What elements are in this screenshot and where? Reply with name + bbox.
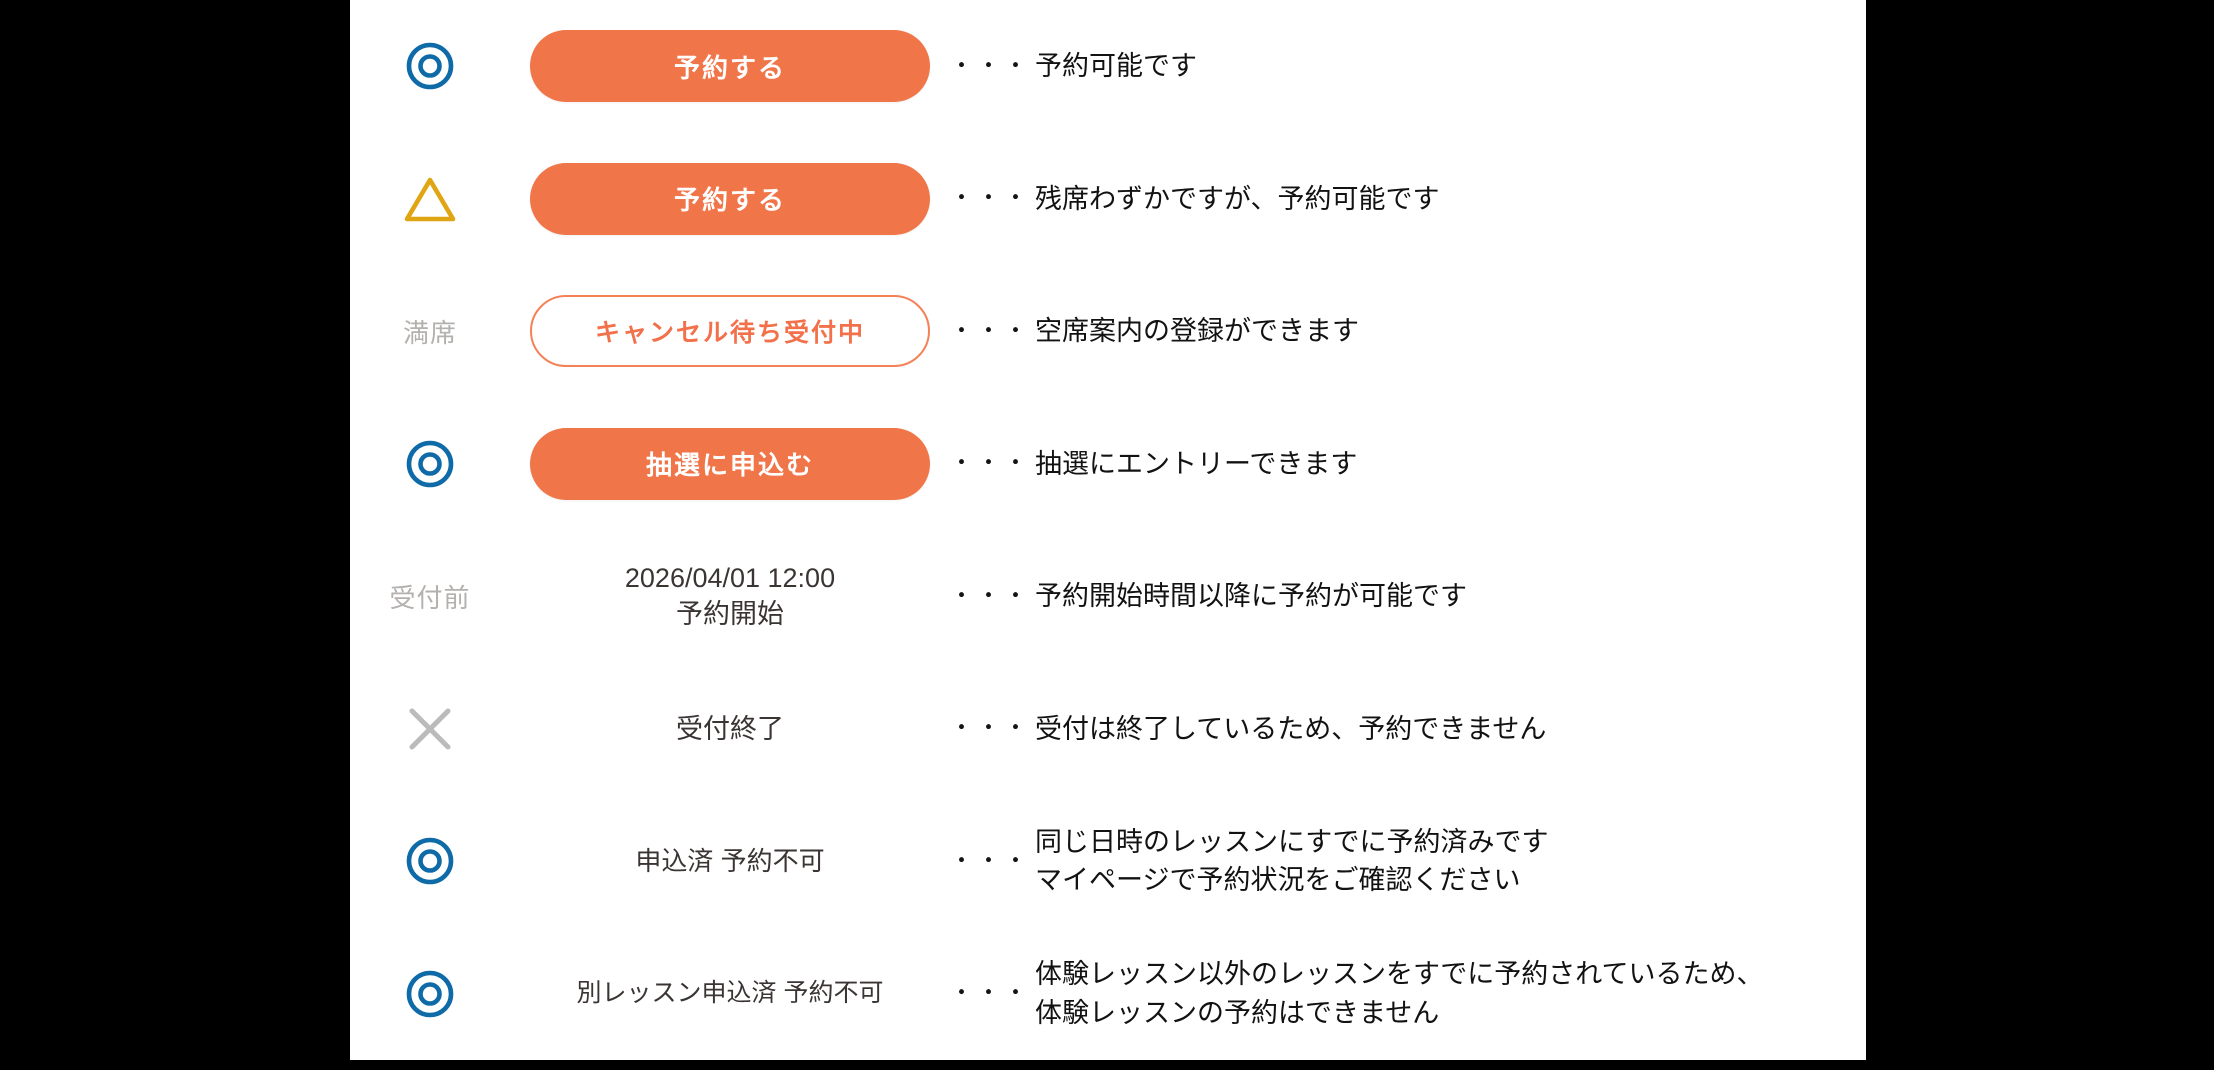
description-line: 予約開始時間以降に予約が可能です: [1035, 581, 1467, 612]
double-circle-icon: [405, 439, 455, 489]
description-cell: 同じ日時のレッスンにすでに予約済みですマイページで予約状況をご確認ください: [1031, 823, 1866, 900]
description-line: 予約可能です: [1035, 51, 1197, 82]
primary-action-button[interactable]: 予約する: [530, 30, 930, 103]
status-legend-list: 予約する・・・予約可能です予約する・・・残席わずかですが、予約可能です満席キャン…: [350, 0, 1866, 1060]
triangle-icon: [403, 175, 457, 223]
description-cell: 空席案内の登録ができます: [1031, 312, 1866, 350]
action-cell: 予約する: [510, 162, 950, 235]
leader-dots: ・・・: [950, 185, 1031, 212]
description-line: 空席案内の登録ができます: [1035, 316, 1359, 347]
legend-row: 受付終了 ・・・受付は終了しているため、予約できません: [350, 663, 1866, 796]
status-text-primary: 別レッスン申込済 予約不可: [576, 978, 884, 1007]
leader-dots: ・・・: [950, 715, 1031, 742]
double-circle-icon: [405, 836, 455, 886]
status-mark-cell: [350, 836, 510, 886]
primary-action-button[interactable]: 予約する: [530, 162, 930, 235]
status-text-secondary: 予約開始: [675, 599, 784, 630]
status-text-primary: 受付終了: [676, 713, 784, 744]
description-line: 残席わずかですが、予約可能です: [1035, 183, 1440, 214]
legend-row: 予約する・・・予約可能です: [350, 0, 1866, 133]
description-line: 受付は終了しているため、予約できません: [1035, 713, 1547, 744]
description-line: 同じ日時のレッスンにすでに予約済みです: [1035, 826, 1549, 857]
status-mark-cell: [350, 175, 510, 223]
double-circle-icon: [405, 41, 455, 91]
description-cell: 体験レッスン以外のレッスンをすでに予約されているため、体験レッスンの予約はできま…: [1031, 955, 1866, 1032]
legend-row: 抽選に申込む・・・抽選にエントリーできます: [350, 398, 1866, 531]
description-line: 体験レッスン以外のレッスンをすでに予約されているため、: [1035, 959, 1764, 990]
status-mark-cell: [350, 703, 510, 755]
waitlist-action-button[interactable]: キャンセル待ち受付中: [530, 295, 930, 368]
description-line: 体験レッスンの予約はできません: [1035, 997, 1440, 1028]
status-mark-cell: 満席: [350, 313, 510, 350]
status-text: 申込済 予約不可: [635, 844, 824, 879]
status-mark-cell: [350, 439, 510, 489]
leader-dots: ・・・: [950, 317, 1031, 344]
leader-dots: ・・・: [950, 980, 1031, 1007]
status-text-primary: 2026/04/01 12:00: [624, 562, 836, 593]
description-cell: 予約可能です: [1031, 47, 1866, 85]
legend-row: 受付前 2026/04/01 12:00 予約開始 ・・・予約開始時間以降に予約が可能…: [350, 530, 1866, 663]
action-cell: 2026/04/01 12:00 予約開始: [510, 560, 950, 633]
legend-row: 申込済 予約不可 ・・・同じ日時のレッスンにすでに予約済みですマイページで予約状況…: [350, 795, 1866, 928]
status-text: 別レッスン申込済 予約不可: [577, 977, 884, 1011]
description-line: マイページで予約状況をご確認ください: [1035, 865, 1521, 896]
action-cell: 別レッスン申込済 予約不可: [510, 977, 950, 1011]
action-cell: 抽選に申込む: [510, 427, 950, 500]
leader-dots: ・・・: [950, 450, 1031, 477]
primary-action-button[interactable]: 抽選に申込む: [530, 427, 930, 500]
leader-dots: ・・・: [950, 52, 1031, 79]
status-mark-label: 受付前: [389, 582, 471, 613]
action-cell: 予約する: [510, 30, 950, 103]
description-cell: 残席わずかですが、予約可能です: [1031, 180, 1866, 218]
description-cell: 受付は終了しているため、予約できません: [1031, 710, 1866, 748]
legend-row: 予約する・・・残席わずかですが、予約可能です: [350, 133, 1866, 266]
action-cell: 申込済 予約不可: [510, 844, 950, 879]
legend-panel: 予約する・・・予約可能です予約する・・・残席わずかですが、予約可能です満席キャン…: [350, 0, 1866, 1060]
status-mark-cell: [350, 41, 510, 91]
leader-dots: ・・・: [950, 847, 1031, 874]
status-mark-label: 満席: [402, 317, 457, 348]
status-text: 2026/04/01 12:00 予約開始: [625, 560, 835, 633]
double-circle-icon: [405, 969, 455, 1019]
legend-row: 別レッスン申込済 予約不可 ・・・体験レッスン以外のレッスンをすでに予約されている…: [350, 928, 1866, 1061]
status-mark-cell: 受付前: [350, 578, 510, 615]
description-cell: 予約開始時間以降に予約が可能です: [1031, 577, 1866, 615]
description-line: 抽選にエントリーできます: [1035, 448, 1358, 479]
leader-dots: ・・・: [950, 582, 1031, 609]
cross-icon: [404, 703, 456, 755]
status-text: 受付終了: [676, 711, 784, 747]
description-cell: 抽選にエントリーできます: [1031, 445, 1866, 483]
action-cell: キャンセル待ち受付中: [510, 295, 950, 368]
action-cell: 受付終了: [510, 711, 950, 747]
status-text-primary: 申込済 予約不可: [635, 845, 825, 876]
legend-row: 満席 キャンセル待ち受付中・・・空席案内の登録ができます: [350, 265, 1866, 398]
status-mark-cell: [350, 969, 510, 1019]
